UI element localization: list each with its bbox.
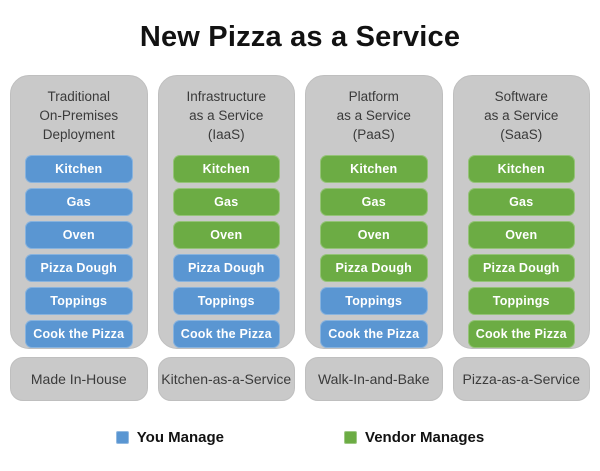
column-iaas: Infrastructure as a Service (IaaS) Kitch…	[157, 75, 295, 349]
items-list: Kitchen Gas Oven Pizza Dough Toppings Co…	[320, 155, 428, 348]
column-traditional-on-premises: Traditional On-Premises Deployment Kitch…	[10, 75, 148, 349]
column-saas: Software as a Service (SaaS) Kitchen Gas…	[452, 75, 590, 349]
item-oven: Oven	[172, 221, 280, 249]
item-pizza-dough: Pizza Dough	[172, 254, 280, 282]
vendor-manages-swatch-icon	[344, 431, 358, 444]
footer-kitchen-as-a-service: Kitchen-as-a-Service	[157, 357, 295, 401]
column-header: Traditional On-Premises Deployment	[39, 89, 119, 142]
footer-made-in-house: Made In-House	[10, 357, 148, 401]
item-oven: Oven	[467, 221, 575, 249]
footer-pizza-as-a-service: Pizza-as-a-Service	[452, 357, 590, 401]
item-gas: Gas	[172, 188, 280, 216]
column-header: Software as a Service (SaaS)	[484, 89, 559, 142]
item-gas: Gas	[320, 188, 428, 216]
item-toppings: Toppings	[25, 287, 133, 315]
items-list: Kitchen Gas Oven Pizza Dough Toppings Co…	[25, 155, 133, 348]
item-oven: Oven	[25, 221, 133, 249]
item-pizza-dough: Pizza Dough	[467, 254, 575, 282]
columns-row: Traditional On-Premises Deployment Kitch…	[0, 75, 600, 349]
item-toppings: Toppings	[172, 287, 280, 315]
legend-label: Vendor Manages	[365, 429, 485, 446]
items-list: Kitchen Gas Oven Pizza Dough Toppings Co…	[172, 155, 280, 348]
you-manage-swatch-icon	[115, 431, 129, 444]
item-toppings: Toppings	[320, 287, 428, 315]
item-oven: Oven	[320, 221, 428, 249]
legend-item-you-manage: You Manage	[115, 429, 225, 446]
column-header: Platform as a Service (PaaS)	[336, 89, 411, 142]
item-toppings: Toppings	[467, 287, 575, 315]
column-header: Infrastructure as a Service (IaaS)	[186, 89, 267, 142]
legend-item-vendor-manages: Vendor Manages	[344, 429, 484, 446]
page-title: New Pizza as a Service	[139, 21, 461, 53]
legend: You Manage Vendor Manages	[0, 429, 600, 446]
item-gas: Gas	[467, 188, 575, 216]
item-gas: Gas	[25, 188, 133, 216]
footer-walk-in-and-bake: Walk-In-and-Bake	[305, 357, 443, 401]
item-cook-the-pizza: Cook the Pizza	[320, 320, 428, 348]
column-paas: Platform as a Service (PaaS) Kitchen Gas…	[305, 75, 443, 349]
item-pizza-dough: Pizza Dough	[25, 254, 133, 282]
item-kitchen: Kitchen	[25, 155, 133, 183]
item-cook-the-pizza: Cook the Pizza	[172, 320, 280, 348]
item-cook-the-pizza: Cook the Pizza	[25, 320, 133, 348]
legend-label: You Manage	[136, 429, 225, 446]
item-kitchen: Kitchen	[172, 155, 280, 183]
items-list: Kitchen Gas Oven Pizza Dough Toppings Co…	[467, 155, 575, 348]
item-kitchen: Kitchen	[467, 155, 575, 183]
footer-labels-row: Made In-House Kitchen-as-a-Service Walk-…	[0, 357, 600, 401]
item-cook-the-pizza: Cook the Pizza	[467, 320, 575, 348]
item-kitchen: Kitchen	[320, 155, 428, 183]
item-pizza-dough: Pizza Dough	[320, 254, 428, 282]
